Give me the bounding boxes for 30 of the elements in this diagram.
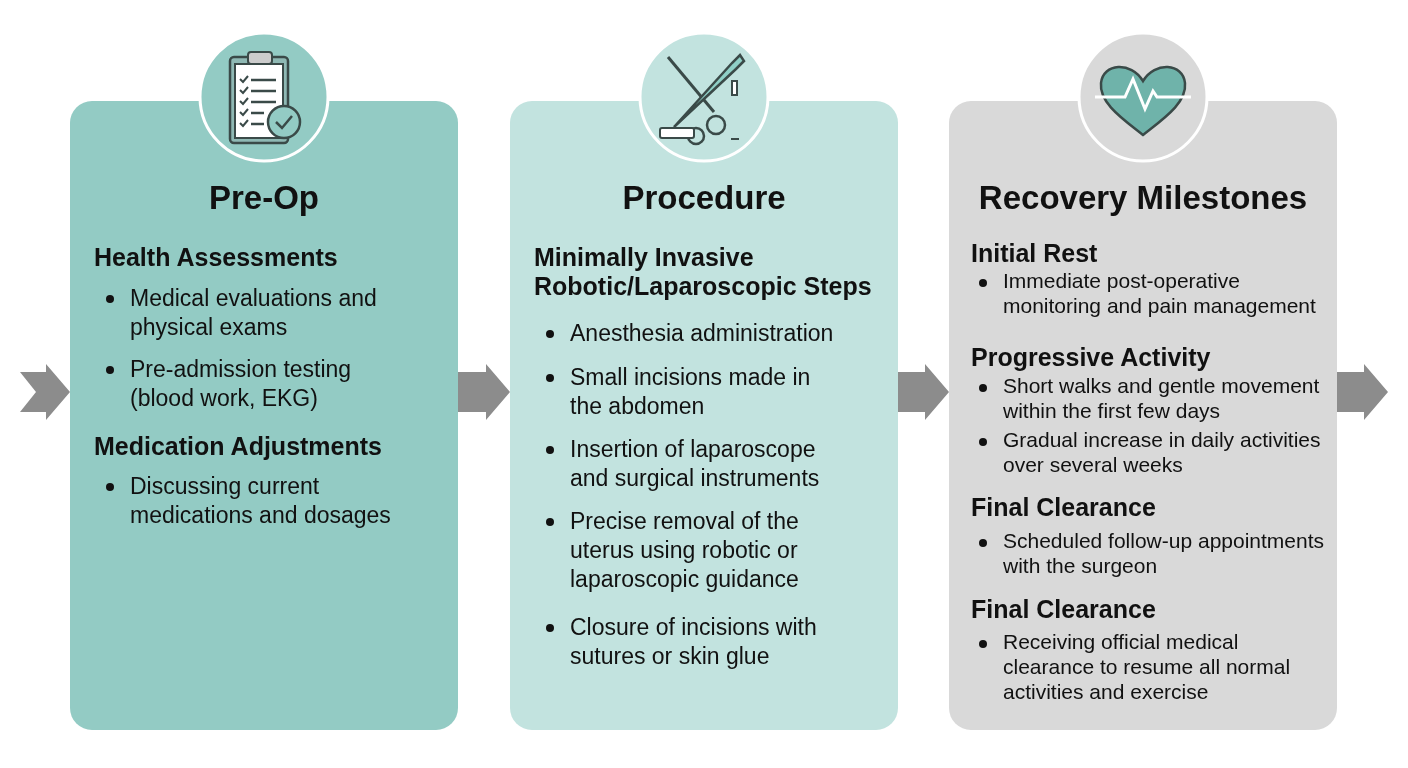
section-heading: Minimally Invasive Robotic/Laparoscopic Steps (534, 243, 873, 301)
bullet-text: Anesthesia administration (570, 319, 835, 348)
bullet-text: Immediate post-operative monitoring and pain management (1003, 268, 1317, 318)
arrow (1337, 364, 1388, 420)
bullet-text: Small incisions made in the abdomen (570, 363, 812, 421)
stage-panel (70, 101, 458, 730)
bullet-text: Scheduled follow-up appointments with the surgeon (1003, 528, 1326, 578)
stage-title: Pre-Op (208, 179, 320, 217)
section-heading: Initial Rest (971, 239, 1099, 268)
bullet-text: Precise removal of the uterus using robotic or laparoscopic guidance (570, 507, 800, 594)
bullet-text: Gradual increase in daily activities over several weeks (1003, 427, 1322, 477)
bullet-text: Insertion of laparoscope and surgical instruments (570, 435, 821, 493)
bullet-text: Discussing current medications and dosages (130, 472, 392, 530)
bullet-text: Closure of incisions with sutures or skin glue (570, 613, 818, 671)
stage-panel (510, 101, 898, 730)
section-heading: Health Assessments (94, 243, 339, 272)
bullet-text: Receiving official medical clearance to resume all normal activities and exercise (1003, 629, 1292, 704)
section-heading: Final Clearance (971, 595, 1157, 624)
section-heading: Progressive Activity (971, 343, 1212, 372)
arrow (898, 364, 949, 420)
arrow (458, 364, 510, 420)
bullet-text: Pre-admission testing (blood work, EKG) (130, 355, 353, 413)
bullet-text: Short walks and gentle movement within the first few days (1003, 373, 1321, 423)
section-heading: Medication Adjustments (94, 432, 383, 461)
stage-panel (949, 101, 1337, 730)
stage-title: Recovery Milestones (977, 179, 1309, 217)
bullet-text: Medical evaluations and physical exams (130, 284, 378, 342)
chevron-tail (20, 364, 70, 420)
stage-title: Procedure (621, 179, 787, 217)
section-heading: Final Clearance (971, 493, 1157, 522)
